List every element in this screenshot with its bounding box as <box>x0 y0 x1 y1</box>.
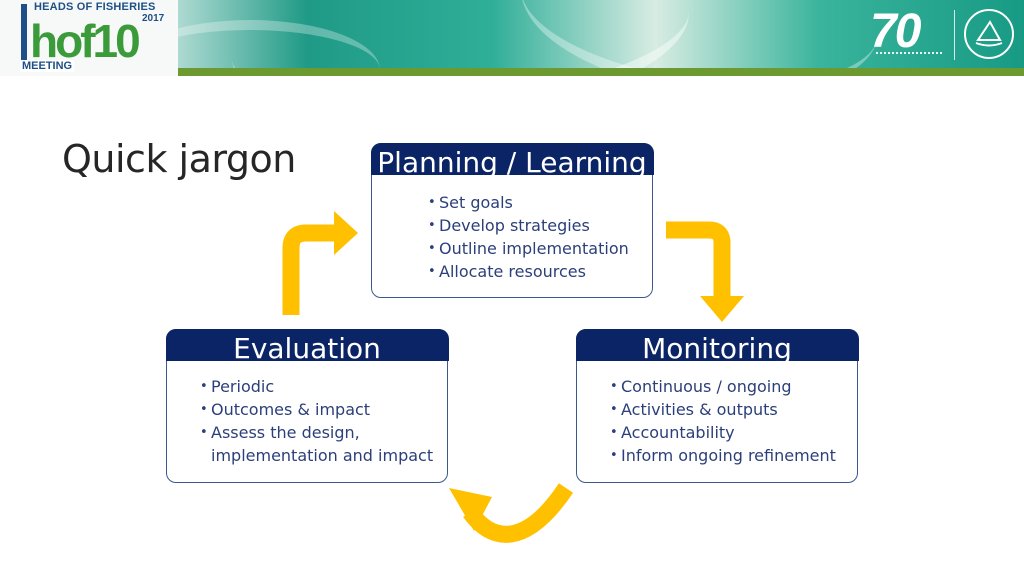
planning-title: Planning / Learning <box>370 142 654 175</box>
list-item: Outline implementation <box>428 237 629 260</box>
slide-title: Quick jargon <box>62 137 296 181</box>
sail-icon <box>975 20 1003 47</box>
evaluation-box: Evaluation Periodic Outcomes & impact As… <box>165 328 449 483</box>
logo-year: 2017 <box>142 13 165 24</box>
logo-divider <box>954 10 955 60</box>
list-item: Outcomes & impact <box>200 398 433 421</box>
header-banner: HEADS OF FISHERIES 2017 hof10 MEETING 70 <box>0 0 1024 76</box>
arrow-planning-to-monitoring <box>666 221 744 322</box>
banner-decoration <box>120 20 380 76</box>
list-item: Set goals <box>428 191 629 214</box>
logo-meeting-label: MEETING <box>20 60 75 72</box>
list-item: Activities & outputs <box>610 398 836 421</box>
hof10-logo: HEADS OF FISHERIES 2017 hof10 MEETING <box>0 0 178 76</box>
arrow-monitoring-to-evaluation <box>449 483 574 543</box>
list-item: Inform ongoing refinement <box>610 444 836 467</box>
arrow-evaluation-to-planning <box>282 211 358 315</box>
monitoring-box: Monitoring Continuous / ongoing Activiti… <box>575 328 859 483</box>
banner-stripe <box>0 68 1024 76</box>
monitoring-title: Monitoring <box>575 328 859 361</box>
logo-bar <box>21 4 27 64</box>
list-item: Allocate resources <box>428 260 629 283</box>
anniversary-logo-subtext <box>876 52 942 64</box>
evaluation-title: Evaluation <box>165 328 449 361</box>
list-item-continuation: implementation and impact <box>211 446 434 465</box>
spc-emblem-icon <box>964 9 1014 59</box>
planning-list: Set goals Develop strategies Outline imp… <box>428 191 629 283</box>
logo-event-name: HEADS OF FISHERIES <box>34 1 156 13</box>
anniversary-logo: 70 <box>870 5 921 58</box>
evaluation-list: Periodic Outcomes & impact Assess the de… <box>200 375 433 467</box>
list-item: Accountability <box>610 421 836 444</box>
monitoring-list: Continuous / ongoing Activities & output… <box>610 375 836 467</box>
list-item: Continuous / ongoing <box>610 375 836 398</box>
list-item: Develop strategies <box>428 214 629 237</box>
list-item: Assess the design, <box>200 421 433 444</box>
logo-mark: hof10 <box>30 15 141 67</box>
planning-box: Planning / Learning Set goals Develop st… <box>370 142 654 298</box>
list-item: Periodic <box>200 375 433 398</box>
